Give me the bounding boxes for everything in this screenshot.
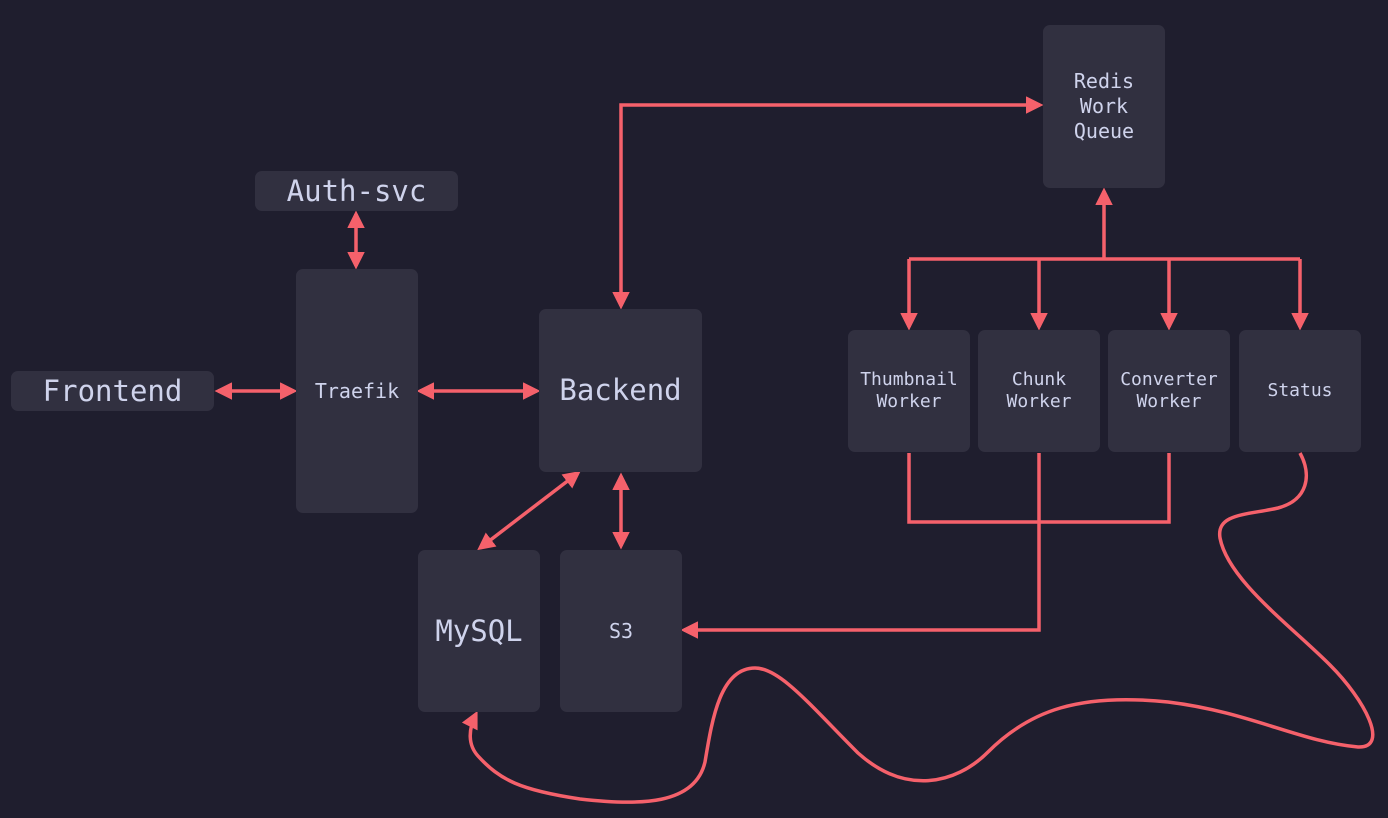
edge-backend-mysql [477,470,581,551]
status-label: Status [1267,379,1333,401]
edge-status-mysql [461,452,1375,804]
backend-node: Backend [539,309,702,472]
traefik-node: Traefik [296,269,418,513]
frontend-label: Frontend [42,373,183,408]
converter-worker-node: Converter Worker [1108,330,1230,452]
chunk-worker-label: Chunk Worker [1006,368,1072,413]
status-node: Status [1239,330,1361,452]
backend-label: Backend [559,373,682,408]
converter-worker-label: Converter Worker [1120,368,1218,413]
mysql-label: MySQL [435,613,523,648]
edge-backend-redis [612,96,1044,310]
traefik-label: Traefik [314,378,400,403]
auth-svc-label: Auth-svc [286,173,427,208]
thumbnail-worker-node: Thumbnail Worker [848,330,970,452]
chunk-worker-node: Chunk Worker [978,330,1100,452]
redis-work-queue-node: Redis Work Queue [1043,25,1165,188]
mysql-node: MySQL [418,550,540,712]
thumbnail-worker-label: Thumbnail Worker [860,368,958,413]
s3-node: S3 [560,550,682,712]
auth-svc-node: Auth-svc [255,171,458,211]
redis-work-queue-label: Redis Work Queue [1073,69,1135,143]
frontend-node: Frontend [11,371,214,411]
s3-label: S3 [608,618,634,643]
edge-workers-s3 [680,453,1041,639]
